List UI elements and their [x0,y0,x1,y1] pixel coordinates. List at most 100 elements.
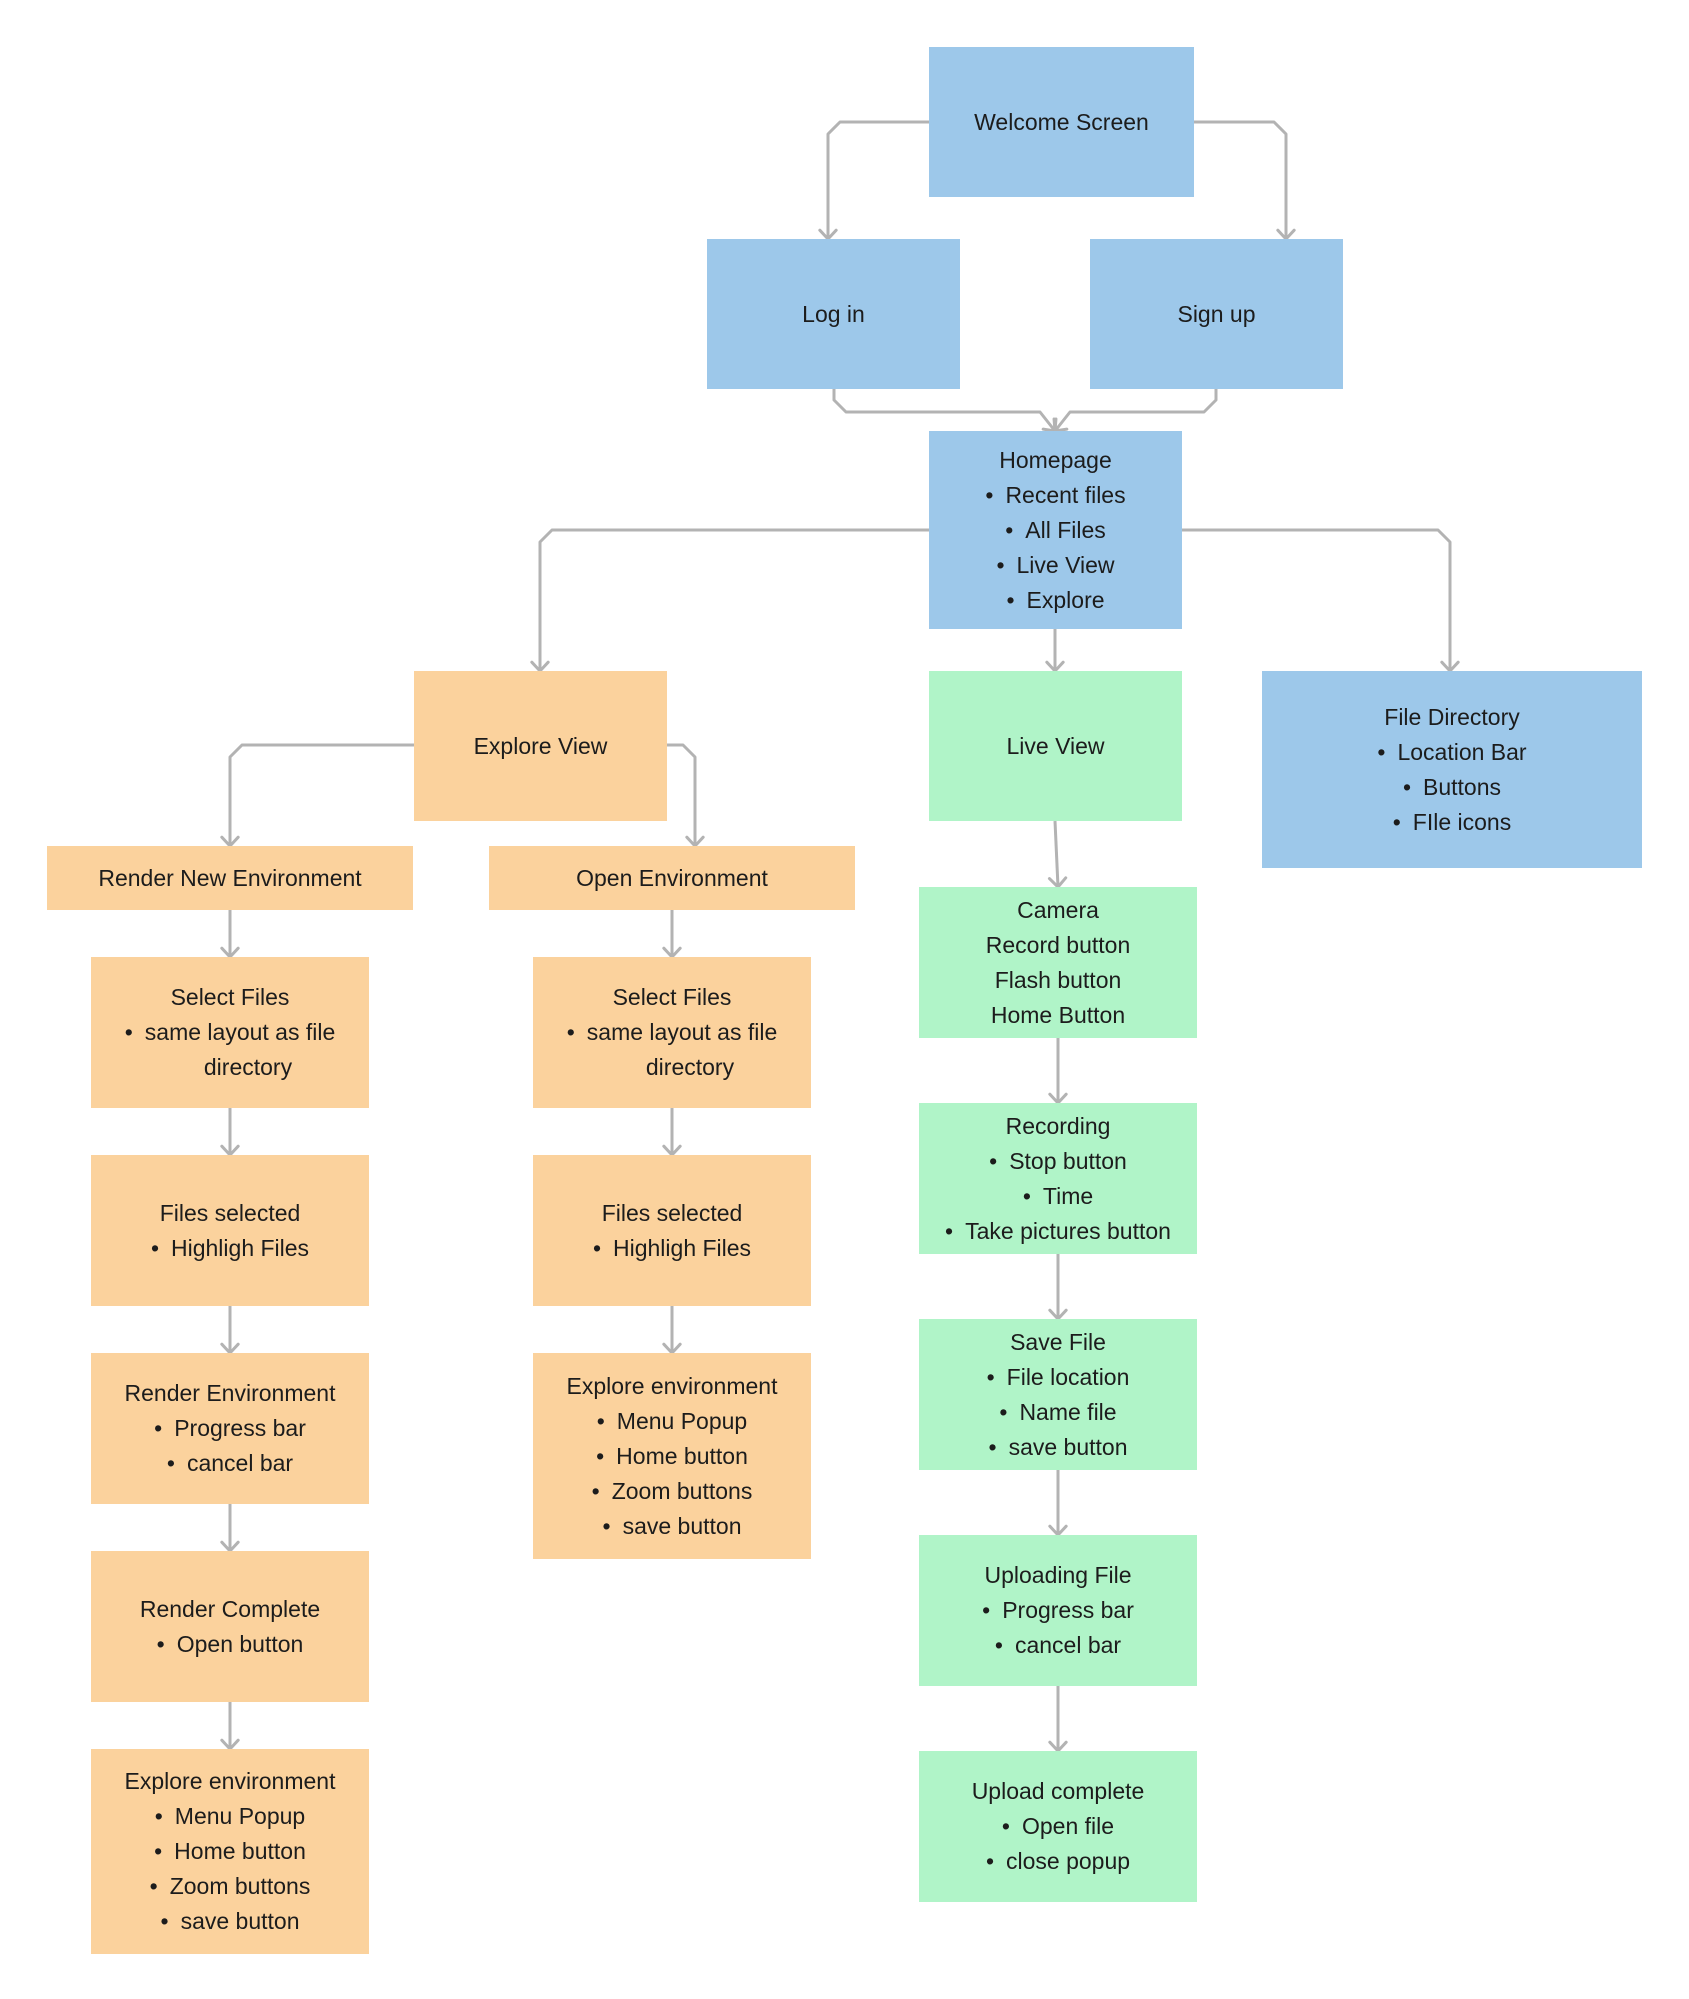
node-item-list: Menu Popup Home button Zoom buttons save… [592,1404,753,1544]
node-item-continuation: directory [645,1054,735,1080]
save-file-node: Save File File location Name file save b… [919,1319,1197,1470]
node-title: Render Complete [139,1595,321,1622]
node-item: Progress bar [154,1411,306,1446]
welcome-screen-node: Welcome Screen [929,47,1194,197]
node-item: Progress bar [982,1593,1134,1628]
node-title: Render Environment [124,1380,336,1406]
node-item-list: same layout as file directory [125,1015,335,1085]
node-item: same layout as file [567,1015,777,1050]
connector-homepage-to-file_directory [1182,528,1452,671]
explore-view-node: Explore View [414,671,667,821]
node-item: Menu Popup [150,1799,311,1834]
node-item: Zoom buttons [592,1474,753,1509]
explore-environment-node: Explore environment Menu Popup Home butt… [533,1353,811,1559]
node-title: Select Files [170,984,290,1010]
upload-complete-node: Upload complete Open file close popup [919,1751,1197,1902]
signup-node: Sign up [1090,239,1343,389]
node-item: Highligh Files [593,1231,751,1266]
node-item: save button [150,1904,311,1939]
node-item: Time [945,1179,1171,1214]
node-title: Explore environment [124,1768,336,1794]
node-title: Recording [1005,1112,1111,1139]
node-item-list: Open button [157,1627,304,1662]
node-title: Render New Environment [98,864,362,891]
node-item: cancel bar [982,1628,1134,1663]
connector-welcome-to-signup [1194,120,1288,239]
node-item: FIle icons [1377,805,1526,840]
node-title: Uploading File [984,1562,1132,1588]
select-files-node: Select Files same layout as file directo… [533,957,811,1108]
camera-node: Camera Record button Flash button Home B… [919,887,1197,1038]
open-environment-node: Open Environment [489,846,855,910]
node-item: Recent files [985,478,1125,513]
node-item-list: same layout as file directory [567,1015,777,1085]
render-new-environment-node: Render New Environment [47,846,413,910]
node-item-list: Open file close popup [986,1809,1130,1879]
node-item: same layout as file [125,1015,335,1050]
node-item-list: Recent files All Files Live View Explore [985,478,1125,618]
node-item: Highligh Files [151,1231,309,1266]
file-directory-node: File Directory Location Bar Buttons FIle… [1262,671,1642,868]
login-node: Log in [707,239,960,389]
node-line: Flash button [994,966,1122,993]
node-title: Files selected [601,1199,743,1226]
node-item: Explore [985,583,1125,618]
node-item-list: Progress bar cancel bar [982,1593,1134,1663]
homepage-node: Homepage Recent files All Files Live Vie… [929,431,1182,629]
node-item: cancel bar [154,1446,306,1481]
node-item: save button [592,1509,753,1544]
connector-login-to-homepage [832,389,1057,432]
node-item: Zoom buttons [150,1869,311,1904]
node-line: Home Button [990,1001,1126,1028]
node-item: Open file [986,1809,1130,1844]
node-title: Camera [1017,896,1099,923]
node-title: Open Environment [576,864,768,891]
node-item: Name file [987,1395,1130,1430]
recording-node: Recording Stop button Time Take pictures… [919,1103,1197,1254]
connector-signup-to-homepage [1053,389,1218,432]
node-item-list: Progress bar cancel bar [154,1411,306,1481]
node-item-list: Highligh Files [151,1231,309,1266]
node-item-list: Stop button Time Take pictures button [945,1144,1171,1249]
connector-welcome-to-login [826,120,929,239]
node-item-list: File location Name file save button [987,1360,1130,1465]
node-item: Home button [592,1439,753,1474]
connector-explore_view-to-render_new [228,743,414,846]
node-title: Sign up [1177,300,1256,327]
node-item: All Files [985,513,1125,548]
uploading-file-node: Uploading File Progress bar cancel bar [919,1535,1197,1686]
live-view-node: Live View [929,671,1182,821]
node-item: File location [987,1360,1130,1395]
files-selected-node: Files selected Highligh Files [533,1155,811,1306]
node-title: Explore environment [566,1372,778,1399]
node-item-list: Menu Popup Home button Zoom buttons save… [150,1799,311,1939]
connector-live_view-to-camera [1053,820,1060,888]
node-item: close popup [986,1844,1130,1879]
node-item: Menu Popup [592,1404,753,1439]
render-environment-node: Render Environment Progress bar cancel b… [91,1353,369,1504]
node-title: File Directory [1384,703,1520,730]
node-title: Log in [802,300,865,327]
node-item: Take pictures button [945,1214,1171,1249]
node-item-continuation: directory [203,1054,293,1080]
node-item: Buttons [1377,770,1526,805]
node-item-list: Highligh Files [593,1231,751,1266]
explore-environment-node: Explore environment Menu Popup Home butt… [91,1749,369,1954]
node-title: Welcome Screen [974,108,1149,135]
node-item: Live View [985,548,1125,583]
node-item: Location Bar [1377,735,1526,770]
render-complete-node: Render Complete Open button [91,1551,369,1702]
node-item: Home button [150,1834,311,1869]
select-files-node: Select Files same layout as file directo… [91,957,369,1108]
node-title: Select Files [612,984,732,1010]
node-title: Files selected [159,1199,301,1226]
node-item-list: Location Bar Buttons FIle icons [1377,735,1526,840]
node-item: save button [987,1430,1130,1465]
node-title: Explore View [473,732,608,759]
node-item: Stop button [945,1144,1171,1179]
node-line: Record button [985,931,1131,958]
connector-homepage-to-explore_view [538,528,929,671]
connector-explore_view-to-open_env [667,743,697,846]
